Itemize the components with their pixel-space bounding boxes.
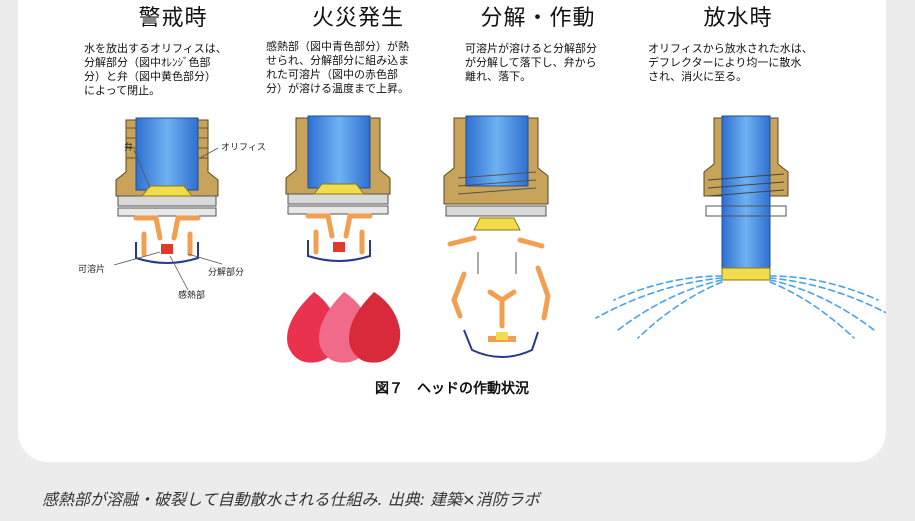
head-fire xyxy=(285,115,391,262)
label-bunkai: 分解部分 xyxy=(208,266,244,278)
label-kayouhen: 可溶片 xyxy=(78,263,105,275)
image-credit: 感熱部が溶融・破裂して自動散水される仕組み. 出典: 建築×消防ラボ xyxy=(42,490,540,509)
sprinkler-diagram: 弁 オリフィス 可溶片 分解部分 感熱部 xyxy=(78,115,886,363)
stage-title-2: 火災発生 xyxy=(311,6,404,31)
diagram-card: 弁 オリフィス 可溶片 分解部分 感熱部 xyxy=(18,0,886,462)
figure-caption: 図７ ヘッドの作動状況 xyxy=(375,381,529,397)
stage-desc-1: 水を放出するオリフィスは、 分解部分（図中ｵﾚﾝｼﾞ色部 分）と弁（図中黄色部分… xyxy=(84,42,227,97)
label-kannetsu: 感熱部 xyxy=(178,289,205,301)
stage-desc-2: 感熱部（図中青色部分）が熱 せられ、分解部分に組み込ま れた可溶片（図中の赤色部… xyxy=(266,40,410,95)
head-standby: 弁 オリフィス 可溶片 分解部分 感熱部 xyxy=(78,117,266,301)
stage-desc-4: オリフィスから放水された水は、 デフレクターにより均一に散水 され、消火に至る。 xyxy=(648,42,813,83)
stage-title-3: 分解・作動 xyxy=(480,6,596,31)
flame-icons xyxy=(287,292,401,363)
stage-title-1: 警戒時 xyxy=(138,6,208,31)
label-orifice: オリフィス xyxy=(221,142,266,153)
head-discharge xyxy=(595,115,886,339)
label-ben: 弁 xyxy=(124,141,133,153)
stage-desc-3: 可溶片が溶けると分解部分 が分解して落下し、弁から 離れ、落下。 xyxy=(465,42,597,83)
stage-title-4: 放水時 xyxy=(703,6,773,31)
head-release xyxy=(443,115,551,358)
